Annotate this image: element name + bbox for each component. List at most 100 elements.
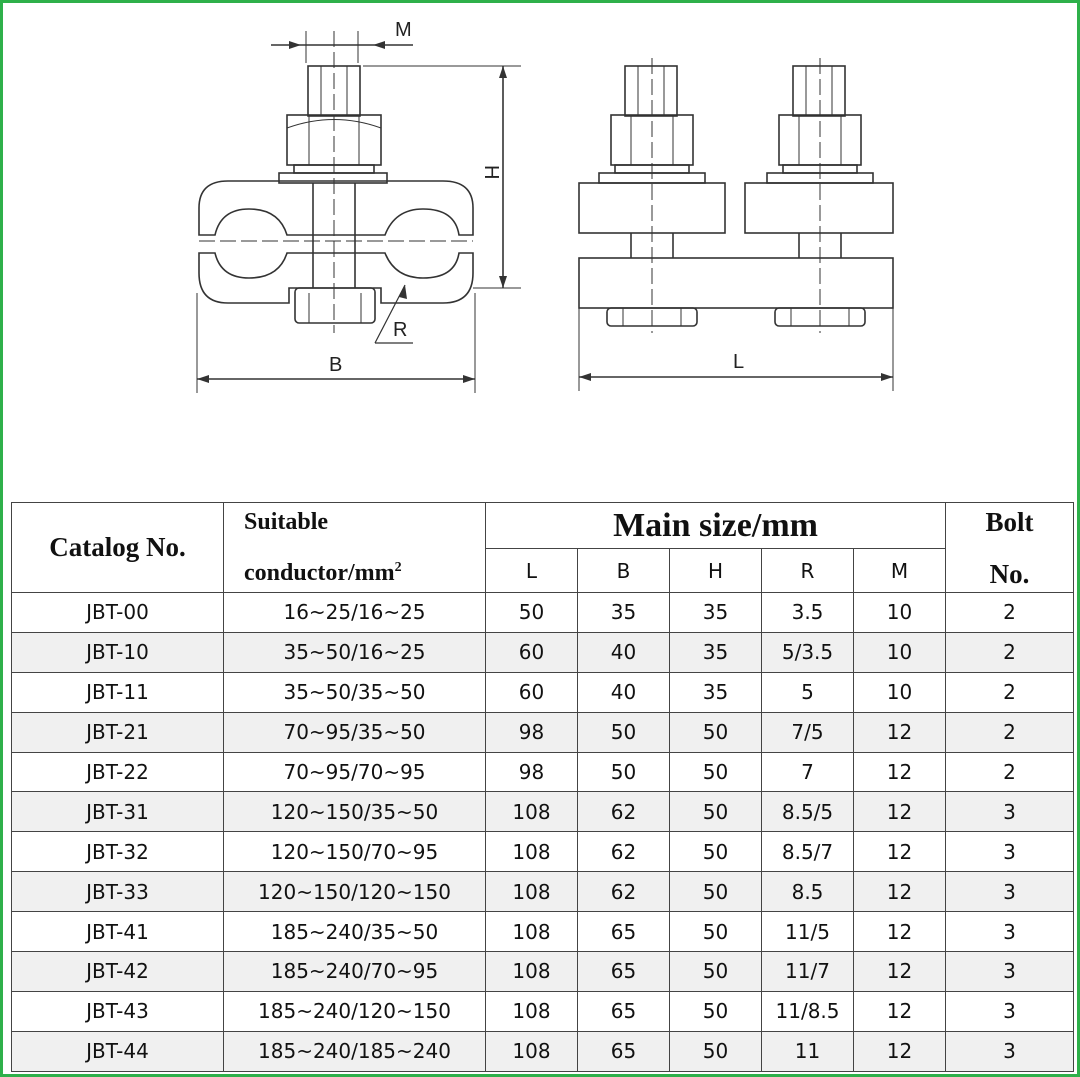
header-sub-l: L xyxy=(485,548,578,593)
cell-r: 8.5/7 xyxy=(761,831,854,873)
technical-drawing: M xyxy=(3,3,1077,501)
cell-b: 65 xyxy=(577,990,670,1032)
cell-r: 5/3.5 xyxy=(761,631,854,673)
cell-conductor: 120~150/35~50 xyxy=(223,791,486,833)
header-sub-h: H xyxy=(669,548,762,593)
cell-b: 50 xyxy=(577,751,670,793)
cell-b: 50 xyxy=(577,711,670,753)
cell-r: 7/5 xyxy=(761,711,854,753)
cell-bolt: 3 xyxy=(945,951,1075,992)
cell-catalog: JBT-44 xyxy=(11,1030,224,1072)
cell-bolt: 2 xyxy=(945,751,1075,793)
cell-b: 65 xyxy=(577,1030,670,1072)
cell-h: 35 xyxy=(669,671,762,713)
cell-l: 108 xyxy=(485,911,578,953)
clamp-drawing-svg: M xyxy=(196,19,894,393)
cell-m: 10 xyxy=(852,592,947,633)
cell-catalog: JBT-43 xyxy=(11,990,224,1032)
cell-bolt: 2 xyxy=(945,631,1075,673)
cell-conductor: 35~50/35~50 xyxy=(223,671,486,713)
cell-l: 108 xyxy=(485,791,578,833)
cell-m: 12 xyxy=(852,831,947,873)
dim-label-l: L xyxy=(733,351,744,373)
cell-catalog: JBT-32 xyxy=(11,831,224,873)
cell-catalog: JBT-21 xyxy=(11,711,224,753)
header-sub-b: B xyxy=(577,548,670,593)
cell-r: 11/5 xyxy=(761,911,854,953)
cell-catalog: JBT-11 xyxy=(11,671,224,713)
spec-table: Catalog No. Suitable conductor/mm2 Main … xyxy=(11,502,1075,1072)
cell-l: 108 xyxy=(485,871,578,913)
cell-r: 5 xyxy=(761,671,854,713)
cell-b: 40 xyxy=(577,631,670,673)
cell-m: 12 xyxy=(852,990,947,1032)
header-bolt-line2: No. xyxy=(989,558,1030,589)
cell-h: 50 xyxy=(669,751,762,793)
cell-r: 11 xyxy=(761,1030,854,1072)
cell-l: 98 xyxy=(485,751,578,793)
cell-r: 8.5 xyxy=(761,871,854,913)
cell-m: 12 xyxy=(852,911,947,953)
header-sub-r: R xyxy=(761,548,854,593)
cell-b: 65 xyxy=(577,911,670,953)
cell-l: 98 xyxy=(485,711,578,753)
cell-conductor: 120~150/120~150 xyxy=(223,871,486,913)
cell-l: 60 xyxy=(485,671,578,713)
cell-conductor: 185~240/35~50 xyxy=(223,911,486,953)
dim-label-m: M xyxy=(395,19,412,41)
cell-h: 50 xyxy=(669,871,762,913)
cell-m: 12 xyxy=(852,751,947,793)
cell-catalog: JBT-10 xyxy=(11,631,224,673)
cell-r: 7 xyxy=(761,751,854,793)
cell-b: 65 xyxy=(577,951,670,992)
cell-m: 12 xyxy=(852,711,947,753)
cell-catalog: JBT-22 xyxy=(11,751,224,793)
cell-l: 108 xyxy=(485,951,578,992)
cell-conductor: 35~50/16~25 xyxy=(223,631,486,673)
cell-bolt: 2 xyxy=(945,671,1075,713)
cell-l: 108 xyxy=(485,831,578,873)
cell-r: 8.5/5 xyxy=(761,791,854,833)
dim-label-r: R xyxy=(393,319,407,341)
cell-conductor: 16~25/16~25 xyxy=(223,592,486,633)
cell-bolt: 2 xyxy=(945,711,1075,753)
header-catalog: Catalog No. xyxy=(11,502,224,593)
cell-h: 35 xyxy=(669,592,762,633)
header-sub-m: M xyxy=(852,548,947,593)
cell-h: 50 xyxy=(669,911,762,953)
cell-conductor: 185~240/185~240 xyxy=(223,1030,486,1072)
cell-h: 50 xyxy=(669,711,762,753)
header-bolt-line1: Bolt xyxy=(985,506,1034,537)
cell-conductor: 120~150/70~95 xyxy=(223,831,486,873)
cell-l: 108 xyxy=(485,1030,578,1072)
cell-l: 60 xyxy=(485,631,578,673)
cell-catalog: JBT-41 xyxy=(11,911,224,953)
header-main-size: Main size/mm xyxy=(484,502,947,549)
cell-h: 35 xyxy=(669,631,762,673)
cell-bolt: 3 xyxy=(945,990,1075,1032)
cell-conductor: 70~95/35~50 xyxy=(223,711,486,753)
cell-bolt: 3 xyxy=(945,1030,1075,1072)
cell-h: 50 xyxy=(669,1030,762,1072)
cell-r: 3.5 xyxy=(761,592,854,633)
front-view: L xyxy=(578,58,894,391)
cell-conductor: 185~240/120~150 xyxy=(223,990,486,1032)
cell-m: 12 xyxy=(852,951,947,992)
cell-bolt: 3 xyxy=(945,911,1075,953)
cell-l: 50 xyxy=(485,592,578,633)
cell-m: 10 xyxy=(852,631,947,673)
cell-h: 50 xyxy=(669,951,762,992)
cell-m: 12 xyxy=(852,791,947,833)
cell-b: 40 xyxy=(577,671,670,713)
header-suitable-sup: 2 xyxy=(394,560,402,575)
cell-conductor: 185~240/70~95 xyxy=(223,951,486,992)
